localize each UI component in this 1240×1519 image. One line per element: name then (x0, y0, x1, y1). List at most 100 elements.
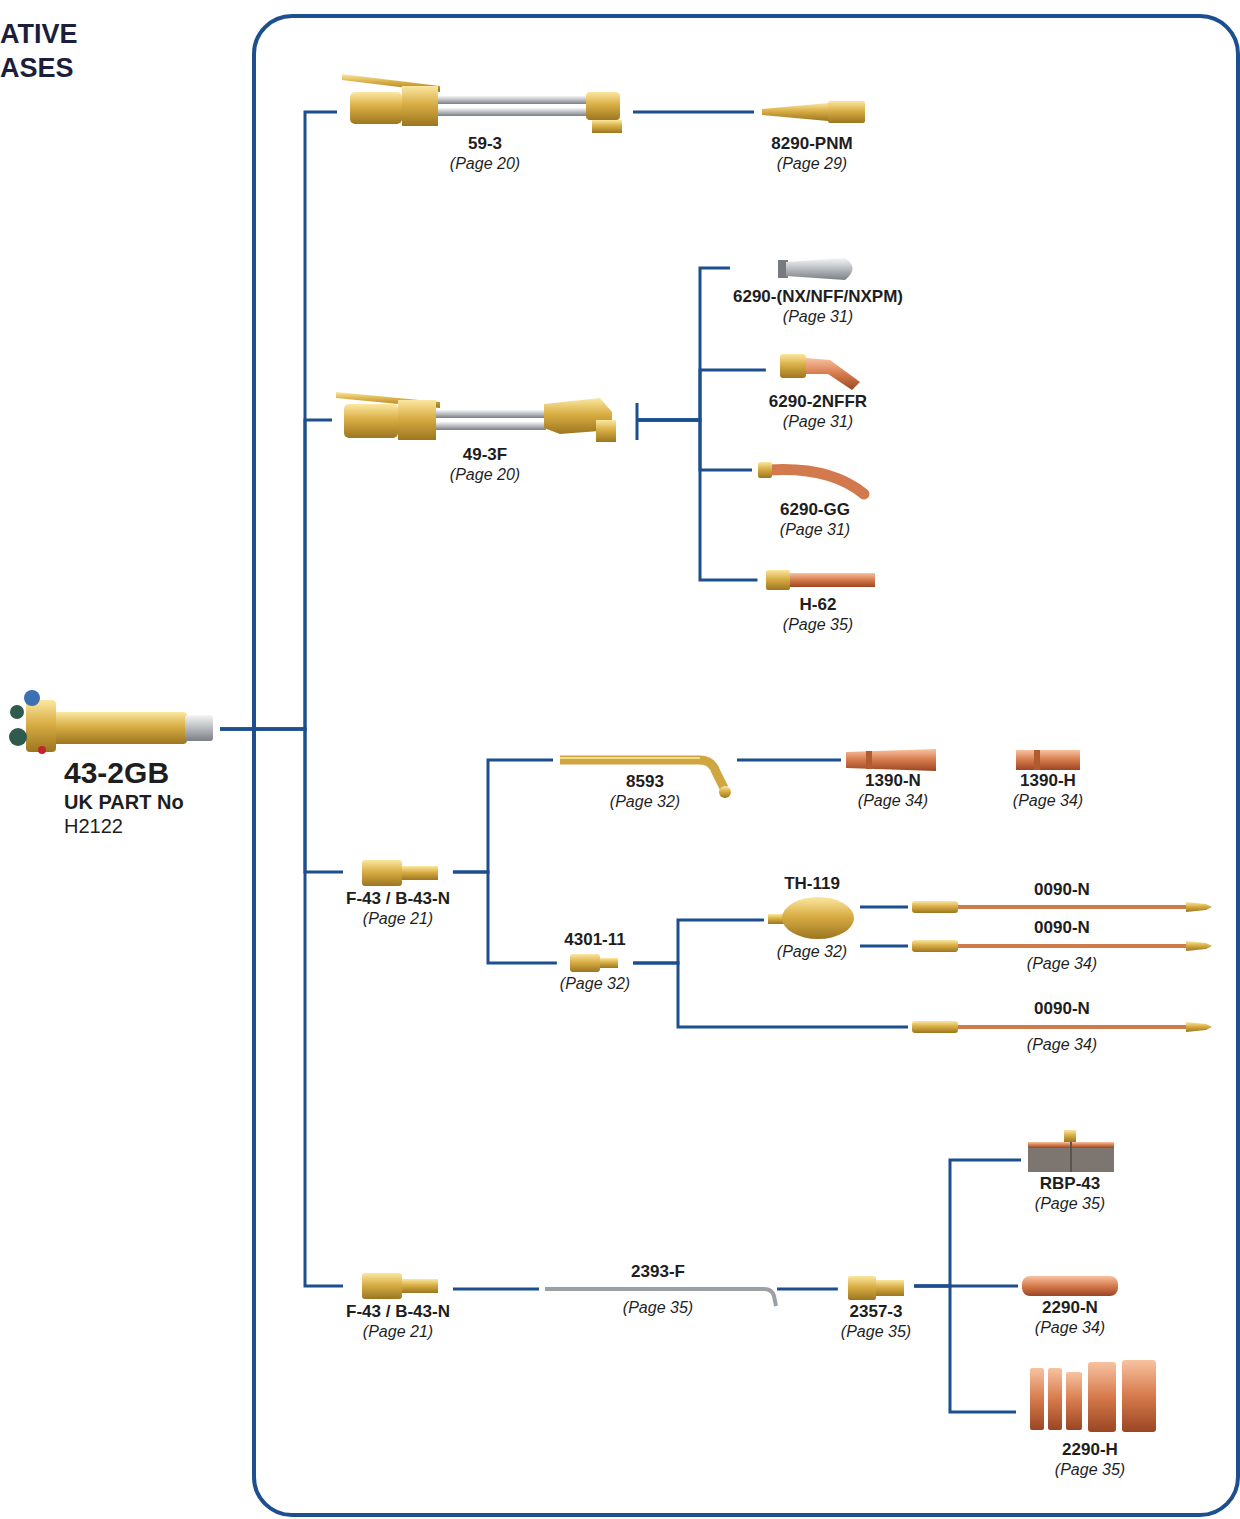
nozzle-illustration (828, 101, 865, 123)
connector-line (860, 945, 908, 948)
part-number: 8290-PNM (754, 134, 870, 154)
welding-nozzle-illustration (846, 749, 936, 771)
welding-nozzle-illustration (866, 751, 872, 769)
heading-fragment: ASES (0, 52, 74, 84)
adaptor-illustration (570, 954, 600, 972)
cutting-attachment-illustration (350, 92, 402, 124)
connector-line (220, 420, 332, 729)
heating-nozzle-set-illustration (1048, 1368, 1062, 1430)
picture-space (766, 348, 870, 392)
cutting-attachment-illustration (402, 86, 438, 126)
part-item: 2393-F (Page 35) (539, 1262, 777, 1318)
adaptor-illustration (570, 954, 618, 972)
heating-nozzle-set-illustration (1030, 1360, 1156, 1432)
part-item: 49-3F(Page 20) (332, 383, 638, 485)
picture-space (758, 565, 879, 595)
page-reference: (Page 32) (764, 942, 860, 962)
picture-space (343, 855, 453, 889)
part-number: 2357-3 (838, 1302, 914, 1322)
connector-line (220, 729, 343, 1286)
torch-handle-illustration (26, 700, 56, 752)
welding-nozzle-illustration (1016, 750, 1080, 770)
cutting-nozzle-illustration (806, 358, 860, 390)
gouging-nozzle-illustration (768, 470, 864, 495)
flexible-nozzle-illustration (912, 901, 1212, 913)
part-number: 49-3F (332, 445, 638, 465)
cutting-nozzle-illustration (780, 354, 806, 378)
part-item: RBP-43(Page 35) (1021, 1128, 1119, 1214)
part-item: 0090-N (908, 880, 1216, 916)
nozzle-illustration (762, 103, 828, 121)
part-number: 59-3 (337, 134, 633, 154)
part-item: 6290-GG(Page 31) (752, 458, 878, 540)
connector-line (914, 1160, 1021, 1286)
picture-space (1021, 1128, 1119, 1174)
mixer-illustration (402, 1279, 438, 1293)
welding-nozzle-illustration (846, 749, 936, 771)
part-number: 8593 (553, 772, 737, 792)
connector-line (638, 420, 758, 580)
nozzle-illustration (762, 101, 865, 123)
page-reference: (Page 35) (838, 1322, 914, 1342)
flexible-nozzle-illustration (1186, 902, 1212, 912)
heating-nozzle-illustration (766, 570, 875, 590)
heating-nozzle-set-illustration (1122, 1360, 1156, 1432)
connector-line (633, 963, 908, 1027)
part-number: 6290-2NFFR (766, 392, 870, 412)
part-item: 0090-N(Page 34) (908, 999, 1216, 1055)
part-number: 4301-11 (557, 930, 633, 950)
torch-handle-illustration (38, 746, 46, 754)
page-reference: (Page 35) (539, 1298, 777, 1318)
picture-space (557, 950, 633, 974)
mixer-illustration (402, 866, 438, 880)
connector-line (633, 920, 764, 963)
part-item: TH-119(Page 32) (764, 874, 860, 962)
gouging-nozzle-illustration (758, 462, 864, 494)
cutting-attachment-illustration (344, 404, 398, 438)
part-item: 2290-H(Page 35) (1016, 1358, 1164, 1480)
picture-space (908, 1019, 1216, 1035)
part-item: 0090-N(Page 34) (908, 918, 1216, 974)
page-reference: (Page 34) (1018, 1318, 1122, 1338)
connector-line (737, 759, 841, 762)
burner-illustration (1064, 1130, 1076, 1142)
cutting-attachment-illustration (398, 400, 436, 440)
welding-nozzle-illustration (1034, 750, 1040, 770)
flexible-nozzle-illustration (1186, 941, 1212, 951)
cutting-nozzle-illustration (786, 258, 853, 280)
burner-illustration (1028, 1130, 1114, 1172)
connector-line (914, 1286, 1016, 1412)
flexible-nozzle-illustration (912, 901, 958, 913)
heading-fragment: ATIVE (0, 18, 78, 50)
part-item: 43-2GBUK PART NoH2122 (10, 688, 220, 838)
cutting-attachment-illustration (592, 120, 622, 133)
torch-handle-illustration (52, 712, 187, 744)
mixer-illustration (362, 1273, 402, 1299)
connector-line (633, 111, 754, 114)
page-reference: (Page 31) (766, 412, 870, 432)
part-number: F-43 / B-43-N (343, 1302, 453, 1322)
cutting-attachment-illustration (438, 96, 588, 104)
welding-nozzle-illustration (1016, 750, 1080, 770)
part-number: 2393-F (539, 1262, 777, 1282)
part-number: 2290-H (1016, 1440, 1164, 1460)
torch-handle-illustration (10, 705, 24, 719)
page-reference: (Page 34) (908, 1035, 1216, 1055)
frame-outline (254, 16, 1238, 1515)
cutting-attachment-illustration (596, 420, 616, 442)
twin-head-illustration (768, 897, 854, 939)
page-reference: (Page 31) (752, 520, 878, 540)
part-item: 1390-N(Page 34) (841, 745, 945, 811)
heating-nozzle-set-illustration (1066, 1372, 1082, 1430)
neck-tube-illustration (560, 757, 700, 759)
flexible-nozzle-illustration (958, 944, 1186, 948)
page-reference: (Page 35) (1021, 1194, 1119, 1214)
cutting-attachment-illustration (336, 392, 616, 442)
cutting-attachment-illustration (436, 422, 546, 430)
part-number: 2290-N (1018, 1298, 1122, 1318)
heating-nozzle-set-illustration (1088, 1362, 1116, 1432)
flexible-nozzle-illustration (912, 940, 1212, 952)
page-reference: (Page 20) (337, 154, 633, 174)
picture-space (908, 938, 1216, 954)
